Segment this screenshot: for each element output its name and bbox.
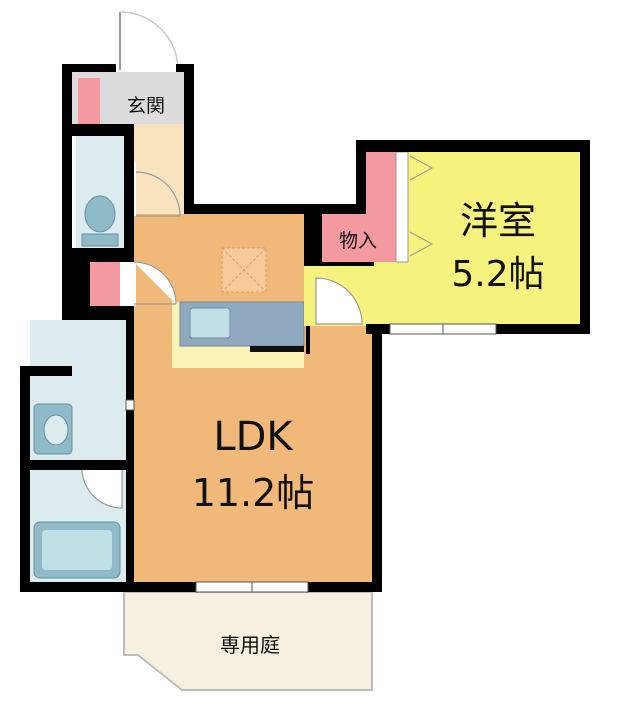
washroom-window <box>125 399 135 411</box>
ldk-window <box>195 581 309 593</box>
sink-icon <box>189 307 231 339</box>
garden-label: 専用庭 <box>220 633 280 657</box>
walls <box>20 64 590 592</box>
entry-hall-floor <box>134 124 184 216</box>
ldk-label: LDK <box>213 414 294 460</box>
western-room-label: 洋室 <box>460 199 536 243</box>
ldk-storage <box>90 262 120 308</box>
western-window <box>389 323 497 335</box>
counter-edge <box>250 346 304 352</box>
closet-door-marks <box>409 155 434 257</box>
genkan-label: 玄関 <box>127 95 165 117</box>
storage-label: 物入 <box>339 230 377 252</box>
storage-door <box>124 261 177 306</box>
western-room-floor <box>400 152 580 326</box>
washbasin-icon <box>33 403 73 455</box>
storage-closet-upper <box>366 152 400 262</box>
bathroom-door <box>81 467 123 509</box>
skylight-icon <box>221 247 267 293</box>
genkan-storage <box>78 78 100 124</box>
western-room-size: 5.2帖 <box>451 254 544 295</box>
ldk-size: 11.2帖 <box>192 471 315 515</box>
bathtub-icon <box>33 521 121 579</box>
closet-door-panel <box>395 151 409 263</box>
entrance-door <box>119 11 179 71</box>
western-room-door <box>315 277 363 325</box>
toilet-icon <box>81 195 119 247</box>
